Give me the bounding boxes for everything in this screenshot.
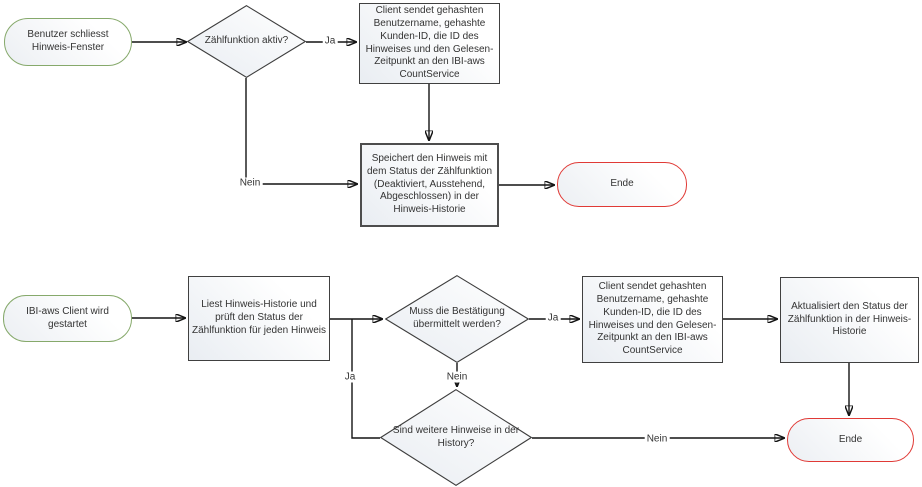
node-label: Ende (838, 433, 863, 445)
node-label: Client sendet gehashten Benutzername, ge… (365, 5, 494, 81)
edge-label-ja-transmit: Ja (545, 312, 561, 324)
edge-label-nein-transmit: Nein (444, 371, 470, 383)
node-label: Muss die Bestätigung übermittelt werden? (409, 306, 505, 330)
edge-label-nein-more: Nein (644, 433, 670, 445)
start-node-close-window: Benutzer schliesst Hinweis-Fenster (4, 18, 132, 66)
connector-decision-nein-to-store-top (245, 78, 357, 184)
node-label: Speichert den Hinweis mit dem Status der… (366, 153, 493, 216)
end-node-bottom: Ende (787, 418, 914, 462)
decision-counting-active: Zählfunktion aktiv? (187, 5, 306, 78)
node-label: Liest Hinweis-Historie und prüft den Sta… (192, 299, 326, 336)
process-client-send-bottom: Client sendet gehashten Benutzername, ge… (582, 276, 723, 363)
diamond-shape (380, 389, 532, 486)
decision-transmit-confirmation: Muss die Bestätigung übermittelt werden? (385, 275, 529, 363)
process-client-send-top: Client sendet gehashten Benutzername, ge… (359, 3, 500, 84)
node-label: IBI-aws Client wird gestartet (26, 305, 109, 330)
node-label: Client sendet gehashten Benutzername, ge… (588, 281, 717, 357)
node-label: Benutzer schliesst Hinweis-Fenster (27, 29, 109, 53)
decision-more-hints: Sind weitere Hinweise in der History? (380, 389, 532, 486)
node-label: Sind weitere Hinweise in der History? (392, 424, 520, 449)
edge-label-ja-top: Ja (322, 35, 338, 47)
edge-label-nein-top: Nein (237, 177, 263, 189)
node-label: Aktualisiert den Status der Zählfunktion… (787, 300, 912, 338)
process-read-history: Liest Hinweis-Historie und prüft den Sta… (188, 276, 330, 361)
process-store-history: Speichert den Hinweis mit dem Status der… (360, 143, 499, 227)
node-label: Ende (610, 178, 634, 190)
diamond-shape (385, 275, 529, 363)
node-label: Zählfunktion aktiv? (204, 35, 289, 47)
edge-label-ja-more: Ja (342, 371, 358, 383)
connector-morehints-ja-return (351, 319, 380, 439)
end-node-top: Ende (557, 162, 687, 207)
process-update-status: Aktualisiert den Status der Zählfunktion… (780, 277, 919, 363)
diamond-shape (187, 5, 306, 78)
start-node-client-start: IBI-aws Client wird gestartet (3, 295, 132, 342)
